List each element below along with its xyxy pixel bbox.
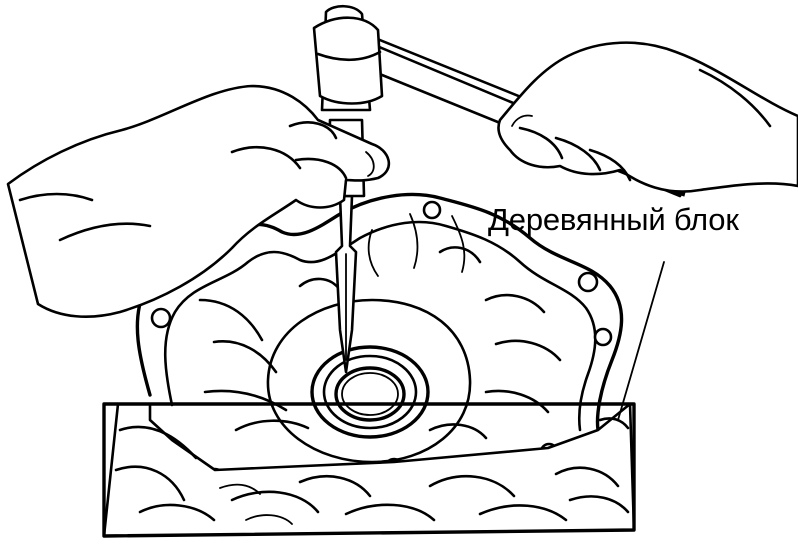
left-hand (6, 84, 391, 318)
right-hand (497, 41, 798, 193)
callout-leader-line (617, 261, 665, 421)
wooden-block (102, 402, 636, 538)
wooden-block-callout-label: Деревянный блок (488, 202, 739, 237)
